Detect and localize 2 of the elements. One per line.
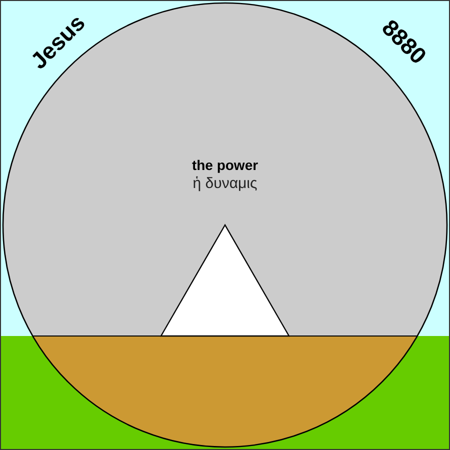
- greek-text: ἡ δυναμις: [192, 175, 258, 192]
- title-text: the power: [192, 157, 258, 173]
